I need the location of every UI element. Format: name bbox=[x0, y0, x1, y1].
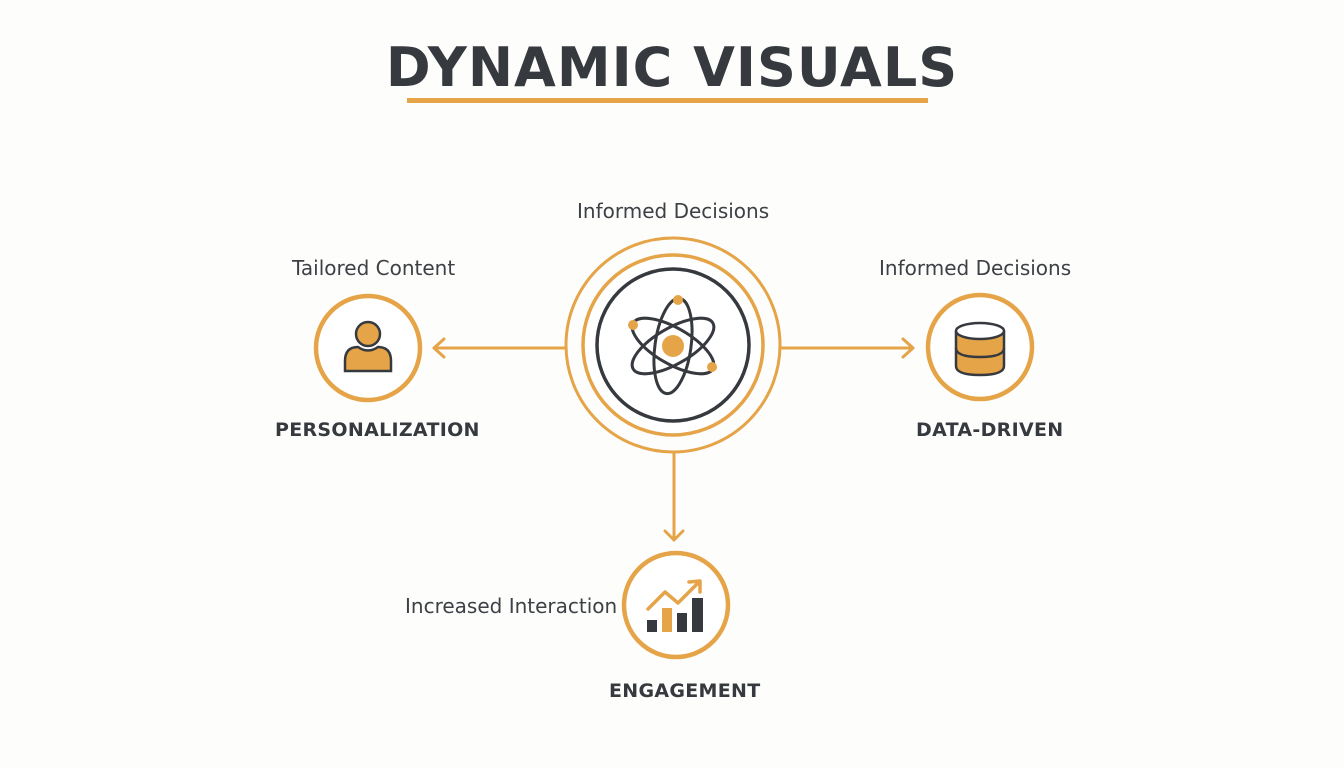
personalization-caption: Tailored Content bbox=[292, 256, 456, 280]
atom-icon bbox=[628, 295, 717, 396]
data-driven-label: DATA-DRIVEN bbox=[916, 419, 1064, 441]
center-hub[interactable] bbox=[564, 236, 782, 454]
engagement-label: ENGAGEMENT bbox=[609, 680, 761, 702]
title-underline bbox=[407, 98, 928, 103]
connector-left bbox=[432, 337, 568, 359]
node-personalization[interactable] bbox=[313, 293, 423, 403]
personalization-ring bbox=[313, 293, 423, 403]
center-caption: Informed Decisions bbox=[577, 199, 770, 223]
database-icon bbox=[954, 321, 1006, 377]
page-title: DYNAMIC VISUALS bbox=[385, 36, 959, 99]
node-data-driven[interactable] bbox=[925, 292, 1035, 402]
node-engagement[interactable] bbox=[621, 550, 731, 660]
growth-chart-icon bbox=[646, 579, 703, 632]
hub-outer-ring bbox=[564, 236, 782, 454]
user-icon bbox=[343, 320, 393, 373]
personalization-label: PERSONALIZATION bbox=[275, 419, 480, 441]
connector-down bbox=[663, 451, 685, 542]
connector-right bbox=[778, 337, 915, 359]
engagement-ring bbox=[621, 550, 731, 660]
data-driven-caption: Informed Decisions bbox=[879, 256, 1072, 280]
engagement-caption: Increased Interaction bbox=[405, 594, 618, 618]
